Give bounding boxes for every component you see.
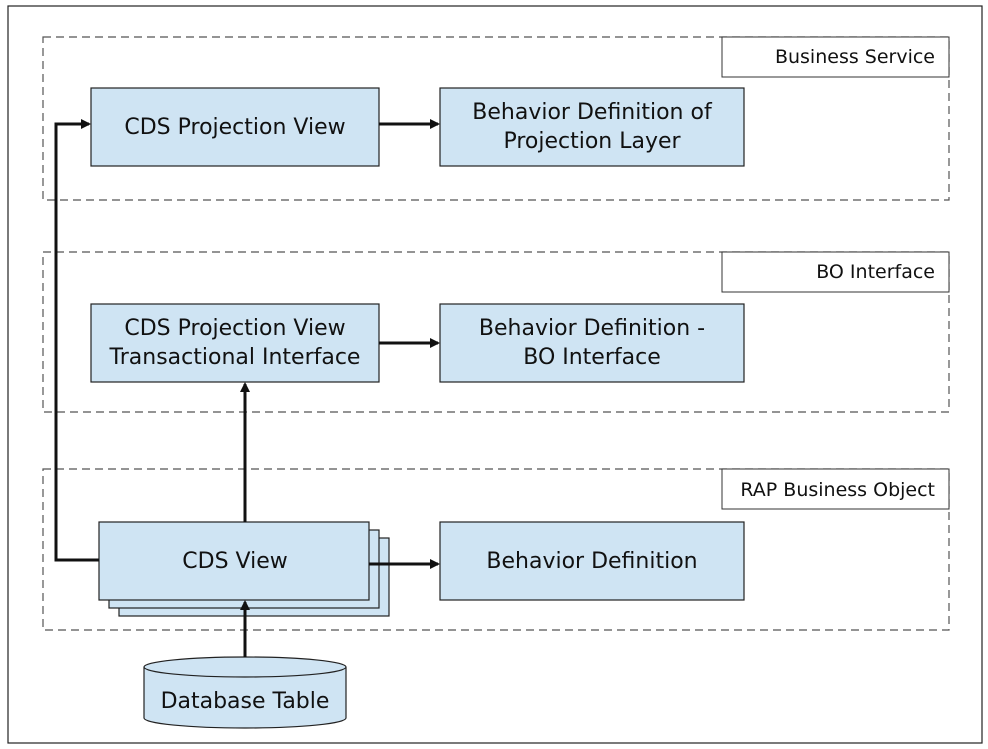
node-cds-projection-ti-box — [90, 303, 380, 383]
node-bdef-projection-layer-line2: Projection Layer — [503, 129, 681, 154]
node-cds-projection-ti-line1: CDS Projection View — [124, 316, 345, 341]
node-bdef-bo-interface: Behavior Definition - BO Interface — [439, 303, 745, 383]
layer-rap-business-object-tag — [721, 468, 950, 510]
outer-frame — [7, 5, 983, 744]
layer-bo-interface-label: BO Interface — [816, 261, 935, 283]
node-cds-projection-view: CDS Projection View — [90, 87, 380, 167]
database-table-top — [143, 656, 347, 678]
layer-business-service-label: Business Service — [775, 46, 935, 68]
node-cds-projection-view-box — [90, 87, 380, 167]
node-bdef-projection-layer-box — [439, 87, 745, 167]
layer-business-service-border — [42, 36, 950, 201]
node-behavior-definition: Behavior Definition — [439, 521, 745, 601]
node-cds-view-label: CDS View — [182, 549, 287, 574]
database-table-body — [143, 667, 347, 729]
arrow-cds-view-to-projection-view — [54, 119, 99, 562]
node-behavior-definition-box — [439, 521, 745, 601]
node-bdef-bo-interface-line2: BO Interface — [523, 345, 661, 370]
node-cds-view: CDS View — [98, 521, 390, 617]
node-cds-projection-view-transactional-interface: CDS Projection View Transactional Interf… — [90, 303, 380, 383]
layer-bo-interface: BO Interface — [42, 251, 950, 413]
node-database-table-label: Database Table — [161, 689, 330, 714]
layer-rap-business-object-label: RAP Business Object — [740, 479, 935, 501]
node-database-table: Database Table — [143, 656, 347, 729]
node-cds-projection-view-label: CDS Projection View — [124, 115, 345, 140]
node-cds-view-box — [98, 521, 370, 601]
layer-bo-interface-tag — [721, 251, 950, 293]
node-cds-projection-ti-line2: Transactional Interface — [109, 345, 361, 370]
layer-business-service-tag — [721, 36, 950, 78]
layer-business-service: Business Service — [42, 36, 950, 201]
node-bdef-bo-interface-box — [439, 303, 745, 383]
node-behavior-definition-label: Behavior Definition — [486, 549, 697, 574]
node-bdef-bo-interface-line1: Behavior Definition - — [479, 316, 705, 341]
layer-rap-business-object: RAP Business Object — [42, 468, 950, 631]
node-bdef-projection-layer: Behavior Definition of Projection Layer — [439, 87, 745, 167]
node-bdef-projection-layer-line1: Behavior Definition of — [472, 100, 713, 125]
